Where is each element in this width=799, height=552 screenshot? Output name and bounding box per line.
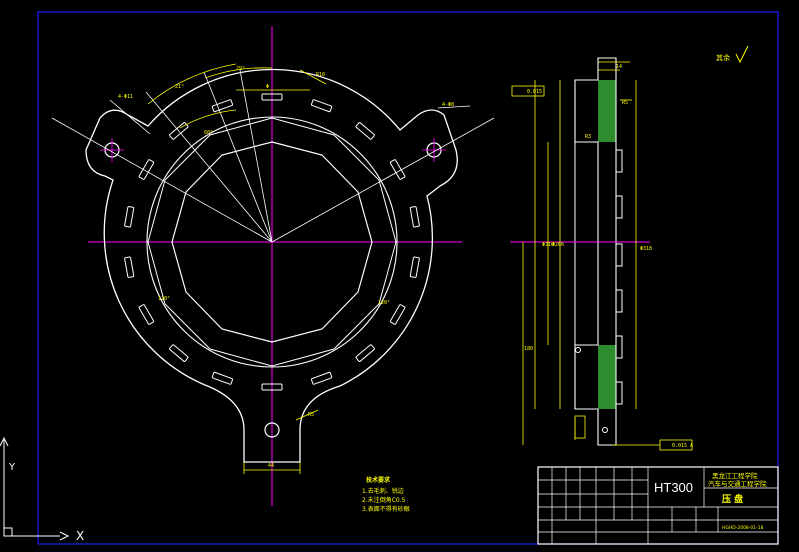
tech-req-item: 2.未注倒角C0.5 [362,496,406,504]
lug-hole-bottom [264,422,280,438]
svg-text:14: 14 [616,64,622,70]
section-dowel-bottom [602,427,608,433]
slot [389,159,406,180]
sheet-frame [37,11,779,545]
front-dimension-text: 21° 29° 60° Φ R10 4-Φ11 4-Φ8 120° 120° R… [118,66,454,469]
slot [261,93,283,101]
svg-text:60°: 60° [204,130,213,136]
svg-text:R5: R5 [308,412,314,418]
svg-text:Φ266: Φ266 [552,242,564,248]
tech-req-item: 3.表面不得有砂眼 [362,505,410,513]
svg-text:120°: 120° [158,296,170,302]
section-dowel [575,347,581,353]
tech-req-item: 1.去毛刺、锐边 [362,487,404,495]
section-dimension-text: 0.015 0.015 A R5 14 Φ318 180 Φ266 Φ310 R… [524,64,693,449]
tech-req-heading: 技术要求 [366,476,391,484]
svg-text:4-Φ11: 4-Φ11 [118,94,133,100]
svg-text:180: 180 [524,346,533,352]
slot [310,371,333,385]
svg-text:Φ318: Φ318 [640,246,652,252]
college-name: 汽车与交通工程学院 [708,479,767,488]
slot [389,304,406,325]
plate-outer-outline [85,68,458,463]
ucs-y-label: Y [8,462,16,473]
svg-text:29°: 29° [236,66,245,72]
section-view: 0.015 0.015 A R5 14 Φ318 180 Φ266 Φ310 R… [510,57,693,451]
material-label: HT300 [654,480,693,495]
section-hatch-top [598,80,616,142]
slot [310,99,333,113]
svg-text:0.015: 0.015 [527,89,542,95]
section-hatch-bottom [598,345,616,409]
svg-text:44: 44 [268,463,274,469]
svg-text:R10: R10 [316,72,325,78]
slot [211,99,234,113]
svg-text:Φ310: Φ310 [542,242,554,248]
slot [138,159,155,180]
svg-text:R3: R3 [585,134,591,140]
tech-requirements: 技术要求 1.去毛刺、锐边 2.未注倒角C0.5 3.表面不得有砂眼 [362,476,410,513]
drawing-number: HGHD-2008-01-18 [722,525,764,531]
slot [211,371,234,385]
slot [261,383,283,391]
svg-text:4-Φ8: 4-Φ8 [442,102,454,108]
svg-text:21°: 21° [175,84,184,90]
construction-lines [51,69,495,243]
ucs-x-label: X [76,529,84,543]
front-view: 21° 29° 60° Φ R10 4-Φ11 4-Φ8 120° 120° R… [51,26,495,506]
part-name: 压 盘 [722,493,743,505]
slot [124,256,135,278]
slot [409,256,420,278]
surface-roughness-note: 其余 [716,45,749,64]
inner-polygon [171,141,373,343]
middle-ring [146,116,398,368]
title-block: HT300 黑龙江工程学院 汽车与交通工程学院 压 盘 HGHD-2008-01… [537,466,779,545]
slot [124,206,135,228]
section-slots [574,142,623,405]
svg-text:0.015 A: 0.015 A [672,443,693,449]
school-name: 黑龙江工程学院 [712,471,758,480]
front-dimensions [147,63,327,474]
surface-note-label: 其余 [716,53,730,62]
slot [355,122,375,140]
slot [409,206,420,228]
ucs-icon [0,436,70,541]
section-dimensions [511,61,693,451]
svg-text:R5: R5 [622,100,628,106]
svg-text:120°: 120° [378,300,390,306]
slot [355,344,375,362]
slot [169,344,189,362]
svg-text:Φ: Φ [266,84,269,90]
slot [138,304,155,325]
inner-polygon-2 [147,117,397,367]
